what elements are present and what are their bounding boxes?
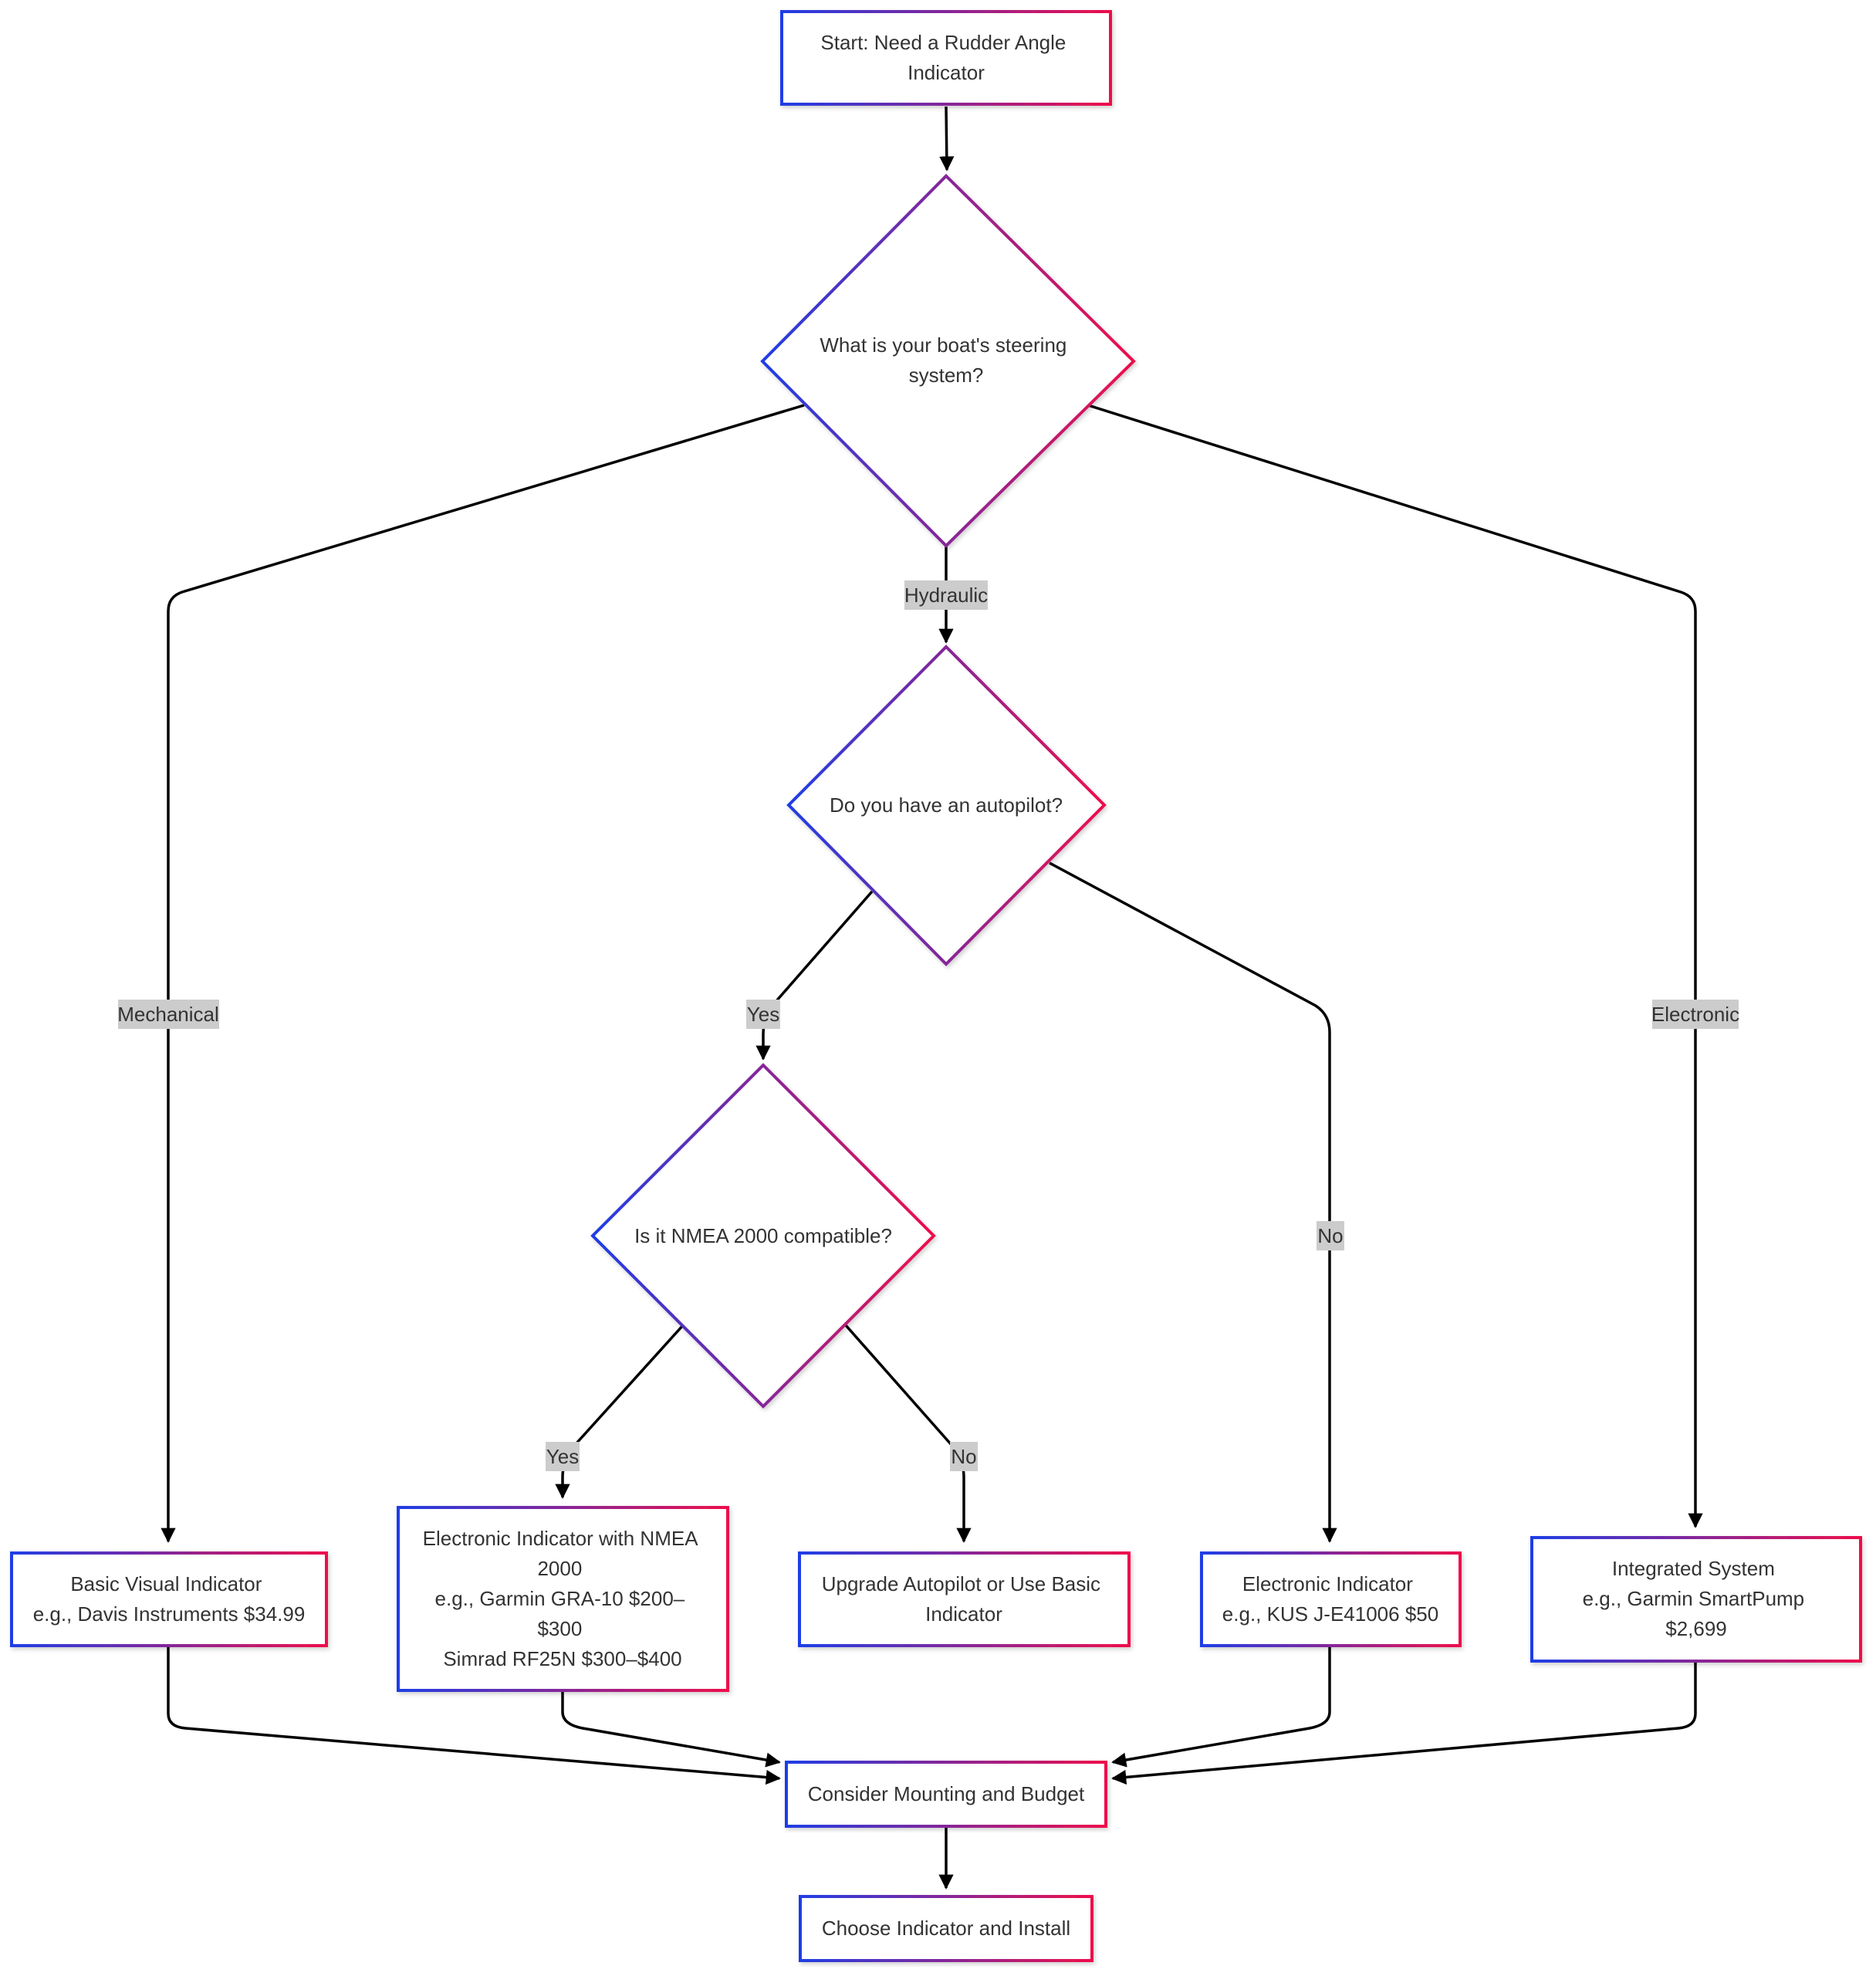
decision-steering-system[interactable]: What is your boat's steering system? [760, 174, 1136, 548]
edge-label-autopilot-yes: Yes [746, 1000, 780, 1029]
svg-text:Choose Indicator and Install: Choose Indicator and Install [822, 1917, 1070, 1940]
edge-label-nmea-no-text: No [951, 1445, 976, 1468]
edge-label-electronic-text: Electronic [1651, 1003, 1739, 1026]
node-integrated-system[interactable]: Integrated System e.g., Garmin SmartPump… [1530, 1536, 1862, 1663]
decision-steering-line-1: What is your boat's steering [820, 333, 1066, 357]
svg-text:Integrated System e.g.: Integrated System e.g., Garmin SmartPump… [1583, 1557, 1810, 1640]
mounting-line-1: Consider Mounting and Budget [808, 1782, 1085, 1805]
node-electronic-indicator[interactable]: Electronic Indicator e.g., KUS J-E41006 … [1200, 1551, 1462, 1647]
decision-steering-line-2: system? [909, 364, 984, 387]
svg-text:Electronic Indicator with NMEA: Electronic Indicator with NMEA 2000 e.g.… [423, 1527, 703, 1670]
node-upgrade-autopilot[interactable]: Upgrade Autopilot or Use Basic Indicator [798, 1551, 1131, 1647]
electronic-nmea-line-3: e.g., Garmin GRA-10 $200– [435, 1587, 685, 1610]
edge-label-nmea-yes: Yes [546, 1442, 580, 1471]
integrated-line-3: $2,699 [1665, 1617, 1727, 1640]
edge-label-autopilot-no-text: No [1317, 1224, 1343, 1247]
svg-text:Consider Mounting and Budget: Consider Mounting and Budget [808, 1782, 1085, 1805]
decision-autopilot-line-1: Do you have an autopilot? [830, 793, 1063, 817]
edge-autopilot-to-nmea [755, 890, 874, 1061]
electronic-nmea-line-4: $300 [537, 1617, 582, 1640]
edge-nmea-to-upgrade [844, 1324, 972, 1543]
edge-integrated-to-mounting [1111, 1662, 1697, 1785]
edge-label-mechanical: Mechanical [117, 1000, 219, 1029]
edge-electronic-nmea-to-mounting [561, 1690, 781, 1768]
svg-text:Basic Visual Indicator: Basic Visual Indicator e.g., Davis Instr… [33, 1572, 306, 1626]
svg-text:Do you have an autopilot?: Do you have an autopilot? [830, 793, 1063, 817]
svg-text:What is your boat's steering: What is your boat's steering system? [820, 333, 1072, 387]
edge-steering-to-basic-visual [161, 404, 805, 1543]
edge-electronic-indicator-to-mounting [1111, 1647, 1331, 1768]
edge-label-mechanical-text: Mechanical [117, 1003, 219, 1026]
edge-label-nmea-yes-text: Yes [546, 1445, 579, 1468]
electronic-nmea-line-1: Electronic Indicator with NMEA [423, 1527, 699, 1550]
edge-label-autopilot-no: No [1317, 1221, 1344, 1250]
decision-nmea-compatible[interactable]: Is it NMEA 2000 compatible? [590, 1063, 936, 1409]
node-consider-mounting-budget[interactable]: Consider Mounting and Budget [785, 1761, 1107, 1828]
edge-steering-to-integrated [1087, 404, 1703, 1528]
integrated-line-2: e.g., Garmin SmartPump [1583, 1587, 1805, 1610]
electronic-nmea-line-2: 2000 [537, 1557, 582, 1580]
node-start-line-1: Start: Need a Rudder Angle [820, 31, 1066, 54]
node-electronic-indicator-nmea[interactable]: Electronic Indicator with NMEA 2000 e.g.… [397, 1506, 729, 1692]
upgrade-line-2: Indicator [925, 1602, 1002, 1626]
edge-labels: Hydraulic Mechanical Electronic Yes No Y… [117, 580, 1739, 1471]
svg-text:Upgrade Autopilot or Use Basic: Upgrade Autopilot or Use Basic Indicator [822, 1572, 1107, 1626]
edge-label-nmea-no: No [950, 1442, 978, 1471]
edge-start-to-steering [939, 106, 955, 171]
svg-text:Is it NMEA 2000 compatible?: Is it NMEA 2000 compatible? [634, 1224, 892, 1247]
decision-nmea-line-1: Is it NMEA 2000 compatible? [634, 1224, 892, 1247]
svg-text:Electronic Indicator e: Electronic Indicator e.g., KUS J-E41006 … [1222, 1572, 1438, 1626]
nodes: Start: Need a Rudder Angle Indicator Wha… [10, 10, 1862, 1962]
decision-autopilot[interactable]: Do you have an autopilot? [786, 645, 1107, 966]
node-basic-visual-indicator[interactable]: Basic Visual Indicator e.g., Davis Instr… [10, 1551, 328, 1647]
upgrade-line-1: Upgrade Autopilot or Use Basic [822, 1572, 1100, 1595]
edge-label-autopilot-yes-text: Yes [747, 1003, 779, 1026]
edges [161, 106, 1703, 1890]
integrated-line-1: Integrated System [1612, 1557, 1775, 1580]
edge-nmea-to-electronic-nmea [555, 1324, 684, 1499]
choose-line-1: Choose Indicator and Install [822, 1917, 1070, 1940]
edge-autopilot-to-electronic-indicator [1049, 861, 1337, 1543]
electronic-indicator-line-1: Electronic Indicator [1242, 1572, 1413, 1595]
electronic-indicator-line-2: e.g., KUS J-E41006 $50 [1222, 1602, 1438, 1626]
electronic-nmea-line-5: Simrad RF25N $300–$400 [443, 1647, 681, 1670]
edge-label-hydraulic: Hydraulic [904, 580, 988, 610]
edge-label-electronic: Electronic [1651, 1000, 1739, 1029]
node-start[interactable]: Start: Need a Rudder Angle Indicator [780, 10, 1112, 106]
edge-label-hydraulic-text: Hydraulic [904, 584, 988, 607]
node-choose-indicator-install[interactable]: Choose Indicator and Install [799, 1895, 1093, 1962]
basic-visual-line-1: Basic Visual Indicator [70, 1572, 262, 1595]
basic-visual-line-2: e.g., Davis Instruments $34.99 [33, 1602, 306, 1626]
edge-basic-visual-to-mounting [167, 1647, 781, 1785]
node-start-line-2: Indicator [908, 61, 985, 84]
svg-text:Start: Need a Rudder Angle: Start: Need a Rudder Angle Indicator [820, 31, 1071, 84]
